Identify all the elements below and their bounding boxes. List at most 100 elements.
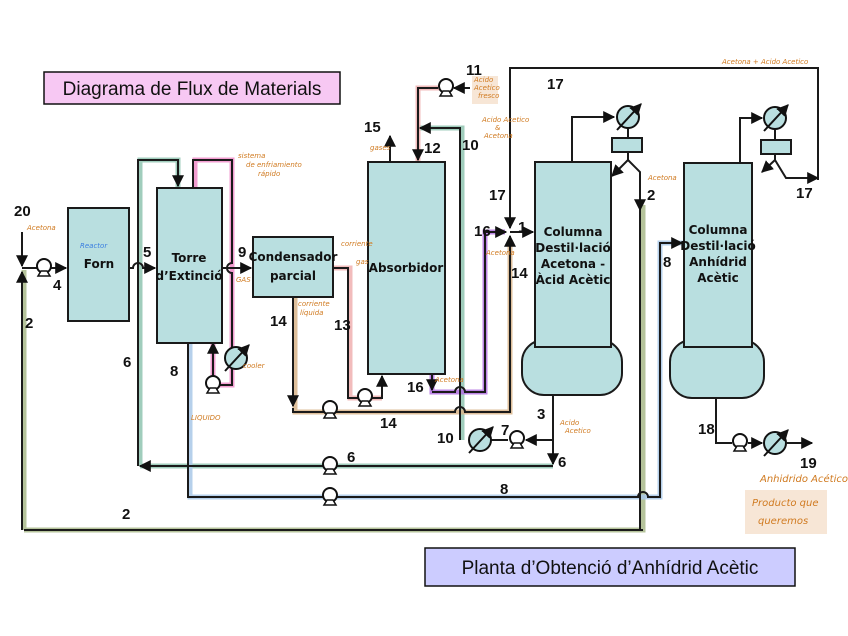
quench-tower[interactable] (156, 187, 223, 344)
stream-label: 2 (122, 506, 130, 523)
pump-icon[interactable] (322, 487, 338, 506)
col1-label-4: Àcid Acètic (536, 272, 611, 287)
pump-icon[interactable] (732, 433, 748, 452)
col2-label-4: Acètic (697, 271, 739, 285)
annotation: Producto que (752, 498, 819, 509)
heat-exchanger-icon[interactable] (764, 430, 788, 456)
annotation: corriente (341, 240, 373, 248)
stream-label: 14 (380, 415, 397, 432)
furnace-reactor[interactable] (67, 207, 130, 322)
stream-label: 6 (347, 449, 355, 466)
handwritten-annotations: Reactor Acetona sistema de enfriamiento … (26, 58, 848, 534)
plant-subtitle: Planta d’Obtenció d’Anhídrid Acètic (462, 558, 759, 579)
stream-label: 7 (501, 422, 509, 439)
stream-label: 3 (537, 406, 545, 423)
annotation: cooler (243, 362, 266, 370)
col2-label-2: Destil·lació (680, 239, 755, 253)
stream-label: 17 (489, 187, 506, 204)
partial-condenser[interactable] (252, 236, 334, 298)
annotation: Acetico (473, 84, 500, 92)
annotation: Acido (559, 419, 579, 427)
quench-tower-label: Torre (172, 251, 207, 265)
process-lines (16, 67, 820, 531)
pump-icon[interactable] (509, 430, 525, 449)
condenser-label: Condensador (249, 250, 338, 264)
col1-label-1: Columna (544, 225, 603, 239)
annotation: gases (370, 144, 391, 152)
stream-label: 2 (25, 315, 33, 332)
stream-label: 12 (424, 140, 441, 157)
stream-label: 14 (270, 313, 287, 330)
pump-icon[interactable] (36, 258, 52, 277)
annotation: & (495, 124, 501, 132)
annotation: gas (356, 258, 369, 266)
annotation: líquida (300, 309, 323, 317)
stream-label: 4 (53, 277, 62, 294)
annotation: Anhidrido Acético (759, 473, 848, 485)
annotation: Acetico (564, 427, 591, 435)
title-box (43, 71, 341, 105)
distillation-column-1[interactable]: Columna Destil·lació Acetona - Àcid Acèt… (521, 161, 623, 396)
stream-label: 10 (437, 430, 454, 447)
stream-label: 19 (800, 455, 817, 472)
heat-exchanger-icon[interactable] (469, 427, 493, 453)
stream-label: 6 (123, 354, 131, 371)
stream-label: 8 (170, 363, 178, 380)
stream-label: 6 (558, 454, 566, 471)
stream-label: 17 (796, 185, 813, 202)
col1-label-3: Acetona - (541, 257, 605, 271)
furnace-label: Forn (84, 257, 114, 271)
annotation: Acetona (485, 249, 515, 257)
subtitle-box (424, 547, 796, 587)
diagram-title: Diagrama de Flux de Materials (63, 79, 322, 100)
annotation: fresco (478, 92, 499, 100)
heat-exchanger-icon[interactable] (617, 104, 641, 130)
annotation: GAS (236, 276, 251, 284)
annotation: Acetona (434, 376, 464, 384)
pump-icon[interactable] (322, 400, 338, 419)
annotation: Acetona + Acido Acetico (721, 58, 808, 66)
stream-label: 16 (407, 379, 424, 396)
col2-label-1: Columna (689, 223, 748, 237)
stream-label: 14 (511, 265, 528, 282)
stream-label: 10 (462, 137, 479, 154)
stream-label: 8 (500, 481, 508, 498)
annotation: queremos (758, 516, 808, 527)
annotation: Reactor (80, 242, 108, 250)
stream-label: 9 (238, 244, 246, 261)
stream-label: 17 (547, 76, 564, 93)
col1-label-2: Destil·lació (535, 241, 610, 255)
stream-label: 18 (698, 421, 715, 438)
annotation: Acetona (26, 224, 56, 232)
pump-icon[interactable] (357, 388, 373, 407)
annotation: Acido Acetico (481, 116, 529, 124)
stream-label: 2 (647, 187, 655, 204)
stream-label: 5 (143, 244, 151, 261)
stream-label: 8 (663, 254, 671, 271)
stream-numbers: 20 4 2 5 6 8 9 14 13 15 12 11 10 17 17 1… (14, 62, 817, 523)
quench-tower-label-2: d’Extinció (156, 269, 223, 283)
absorber[interactable] (367, 161, 446, 375)
heat-exchanger-icon[interactable] (764, 105, 788, 131)
pump-icon[interactable] (438, 78, 454, 97)
annotation: Acido (473, 76, 493, 84)
stream-label: 20 (14, 203, 31, 220)
annotation: sistema (238, 152, 265, 160)
pump-icon[interactable] (322, 456, 338, 475)
pump-icon[interactable] (205, 375, 221, 394)
annotation: de enfriamiento (246, 161, 302, 169)
stream-label: 16 (474, 223, 491, 240)
col2-label-3: Anhídrid (689, 255, 747, 269)
annotation: Acetona (647, 174, 677, 182)
annotation: rápido (258, 170, 280, 178)
distillation-column-2[interactable]: Columna Destil·lació Anhídrid Acètic (669, 162, 765, 399)
annotation: LIQUIDO (191, 414, 221, 422)
stream-label: 13 (334, 317, 351, 334)
stream-label: 11 (466, 62, 482, 79)
annotation: Acetona (483, 132, 513, 140)
reflux-drum-icon (760, 139, 792, 155)
absorber-label: Absorbidor (369, 261, 444, 275)
reflux-drum-icon (611, 137, 643, 153)
stream-label: 15 (364, 119, 381, 136)
